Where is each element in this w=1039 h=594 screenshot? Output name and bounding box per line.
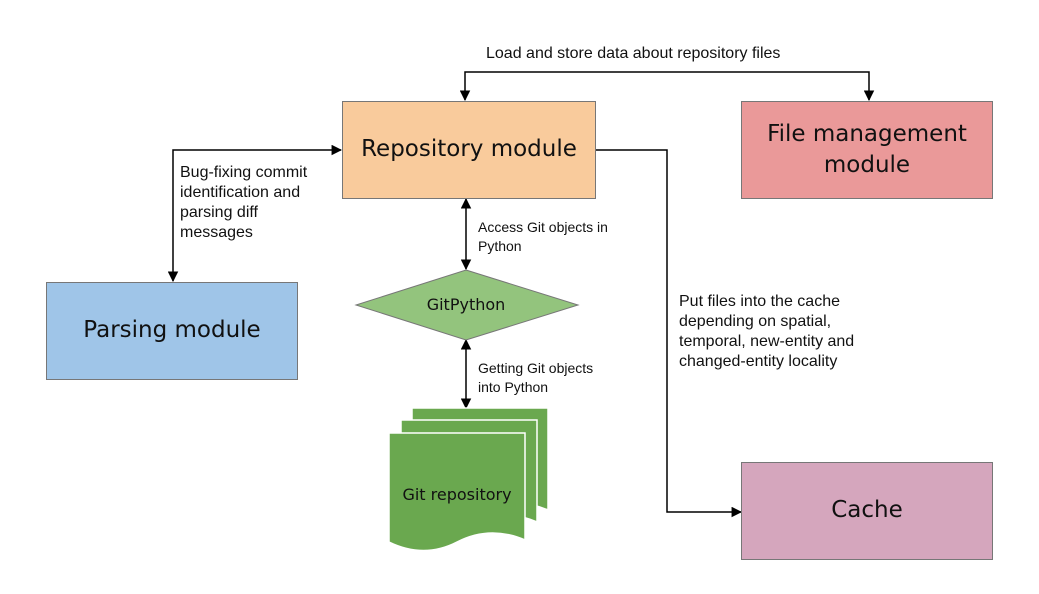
cache-box: Cache [741,462,993,560]
parsing-module-box: Parsing module [46,282,298,380]
file-management-module-label: File management module [767,120,967,178]
edge-label-bug-fixing: Bug-fixing commit identification and par… [180,164,308,241]
edge-label-put-files: Put files into the cache depending on sp… [679,293,855,370]
edge-put-files [596,149,743,518]
cache-label: Cache [831,497,903,524]
edge-label-access-git: Access Git objects in Python [478,219,608,254]
gitpython-diamond [354,269,580,341]
repository-module-box: Repository module [342,101,596,199]
git-repository-shape [388,407,549,552]
edge-load-store [459,71,875,102]
file-management-module-box: File management module [741,101,993,199]
repository-module-label: Repository module [361,136,577,163]
gitpython-label: GitPython [426,295,506,314]
git-repository-label: Git repository [402,485,512,504]
edge-bug-fixing [167,144,343,283]
parsing-module-label: Parsing module [83,317,261,344]
edge-label-load-store: Load and store data about repository fil… [486,45,781,62]
edge-label-getting-git: Getting Git objects into Python [478,360,594,395]
